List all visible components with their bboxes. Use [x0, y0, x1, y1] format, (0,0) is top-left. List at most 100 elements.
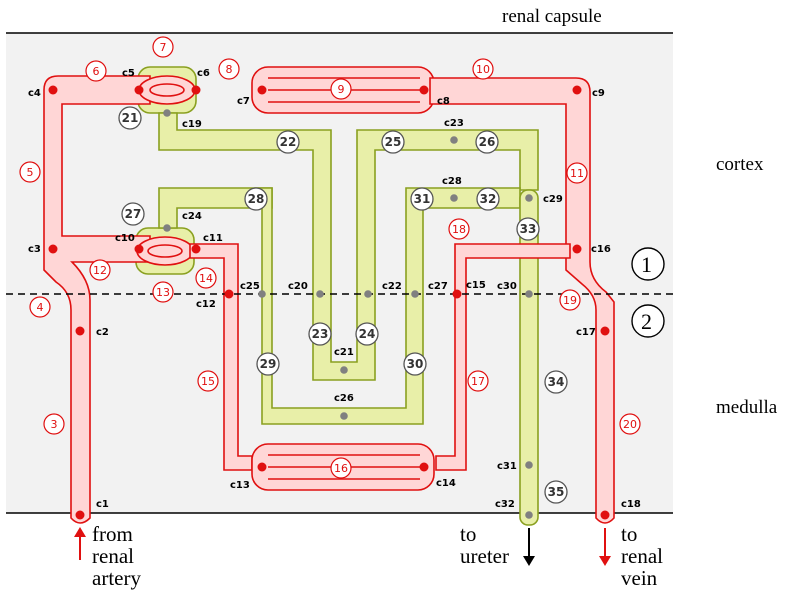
- segment-25-label: 25: [385, 135, 402, 149]
- segment-21-label: 21: [122, 111, 139, 125]
- zone-2-label: 2: [641, 309, 652, 334]
- node-dot-c2: [76, 327, 85, 336]
- node-dot-c28: [450, 194, 458, 202]
- segment-5-label: 5: [27, 166, 34, 179]
- medulla-label: medulla: [716, 397, 778, 418]
- node-label-c32: c32: [495, 499, 515, 510]
- segment-15-label: 15: [201, 375, 215, 388]
- renal-label-vein: renal: [621, 544, 663, 568]
- node-label-c28: c28: [442, 176, 462, 187]
- segment-31-label: 31: [414, 192, 431, 206]
- node-dot-c29: [525, 194, 533, 202]
- node-dot-c22: [364, 290, 372, 298]
- segment-34-label: 34: [548, 375, 565, 389]
- segment-11-label: 11: [570, 167, 584, 180]
- segment-9-label: 9: [338, 83, 345, 96]
- segment-17-label: 17: [471, 375, 485, 388]
- segment-28-label: 28: [248, 192, 265, 206]
- segment-7-label: 7: [160, 41, 167, 54]
- node-dot-c11: [192, 245, 201, 254]
- node-dot-c6: [192, 86, 201, 95]
- node-label-c20: c20: [288, 281, 308, 292]
- node-label-c6: c6: [197, 68, 210, 79]
- ureter-arrow: [523, 528, 535, 566]
- node-dot-c13: [258, 463, 267, 472]
- node-dot-c8: [420, 86, 429, 95]
- node-label-c8: c8: [437, 96, 450, 107]
- node-label-c7: c7: [237, 96, 250, 107]
- node-label-c23: c23: [444, 118, 464, 129]
- node-label-c10: c10: [115, 233, 135, 244]
- node-label-c27: c27: [428, 281, 448, 292]
- segment-22-label: 22: [280, 135, 297, 149]
- node-label-c17: c17: [576, 327, 596, 338]
- node-dot-c30: [525, 290, 533, 298]
- vein-arrow: [599, 528, 611, 566]
- node-dot-c20: [316, 290, 324, 298]
- node-label-c5: c5: [122, 68, 135, 79]
- cortex-label: cortex: [716, 154, 764, 175]
- node-dot-c23: [450, 136, 458, 144]
- segment-12-label: 12: [93, 264, 107, 277]
- node-label-c1: c1: [96, 499, 109, 510]
- node-dot-c21: [340, 366, 348, 374]
- node-label-c9: c9: [592, 88, 605, 99]
- node-dot-c27: [411, 290, 419, 298]
- glomerulus-lower: [137, 237, 193, 265]
- renal-capsule-label: renal capsule: [502, 6, 602, 27]
- zone-1-label: 1: [641, 252, 652, 277]
- artery-arrow: [74, 527, 86, 560]
- artery-label: artery: [92, 566, 141, 590]
- node-dot-c14: [420, 463, 429, 472]
- segment-29-label: 29: [260, 357, 277, 371]
- segment-10-label: 10: [476, 63, 490, 76]
- node-label-c3: c3: [28, 244, 41, 255]
- node-label-c24: c24: [182, 211, 202, 222]
- node-dot-c15: [453, 290, 462, 299]
- node-dot-c9: [573, 86, 582, 95]
- segment-24-label: 24: [359, 327, 376, 341]
- node-dot-c18: [601, 511, 610, 520]
- segment-19-label: 19: [563, 294, 577, 307]
- node-label-c30: c30: [497, 281, 517, 292]
- node-dot-c16: [573, 245, 582, 254]
- node-label-c26: c26: [334, 393, 354, 404]
- node-dot-c26: [340, 412, 348, 420]
- node-dot-c32: [525, 511, 533, 519]
- node-label-c15: c15: [466, 280, 486, 291]
- segment-35-label: 35: [548, 485, 565, 499]
- vein-label: vein: [621, 566, 658, 590]
- segment-6-label: 6: [93, 65, 100, 78]
- node-label-c14: c14: [436, 478, 456, 489]
- segment-16-label: 16: [334, 462, 348, 475]
- node-dot-c24: [163, 224, 171, 232]
- node-label-c4: c4: [28, 88, 41, 99]
- node-label-c31: c31: [497, 461, 517, 472]
- segment-8-label: 8: [226, 63, 233, 76]
- node-dot-c10: [135, 245, 144, 254]
- segment-4-label: 4: [37, 301, 44, 314]
- node-label-c18: c18: [621, 499, 641, 510]
- segment-13-label: 13: [156, 286, 170, 299]
- node-label-c21: c21: [334, 347, 354, 358]
- segment-14-label: 14: [199, 272, 213, 285]
- segment-32-label: 32: [480, 192, 497, 206]
- node-dot-c12: [225, 290, 234, 299]
- node-dot-c4: [49, 86, 58, 95]
- node-dot-c3: [49, 245, 58, 254]
- segment-27-label: 27: [125, 207, 142, 221]
- to-label-ureter: to: [460, 522, 476, 546]
- segment-3-label: 3: [51, 418, 58, 431]
- to-label-vein: to: [621, 522, 637, 546]
- node-dot-c19: [163, 109, 171, 117]
- node-label-c29: c29: [543, 194, 563, 205]
- node-dot-c1: [76, 511, 85, 520]
- node-label-c16: c16: [591, 244, 611, 255]
- segment-20-label: 20: [623, 418, 637, 431]
- node-label-c19: c19: [182, 119, 202, 130]
- from-label: from: [92, 522, 133, 546]
- node-label-c13: c13: [230, 480, 250, 491]
- node-label-c22: c22: [382, 281, 402, 292]
- segment-18-label: 18: [452, 223, 466, 236]
